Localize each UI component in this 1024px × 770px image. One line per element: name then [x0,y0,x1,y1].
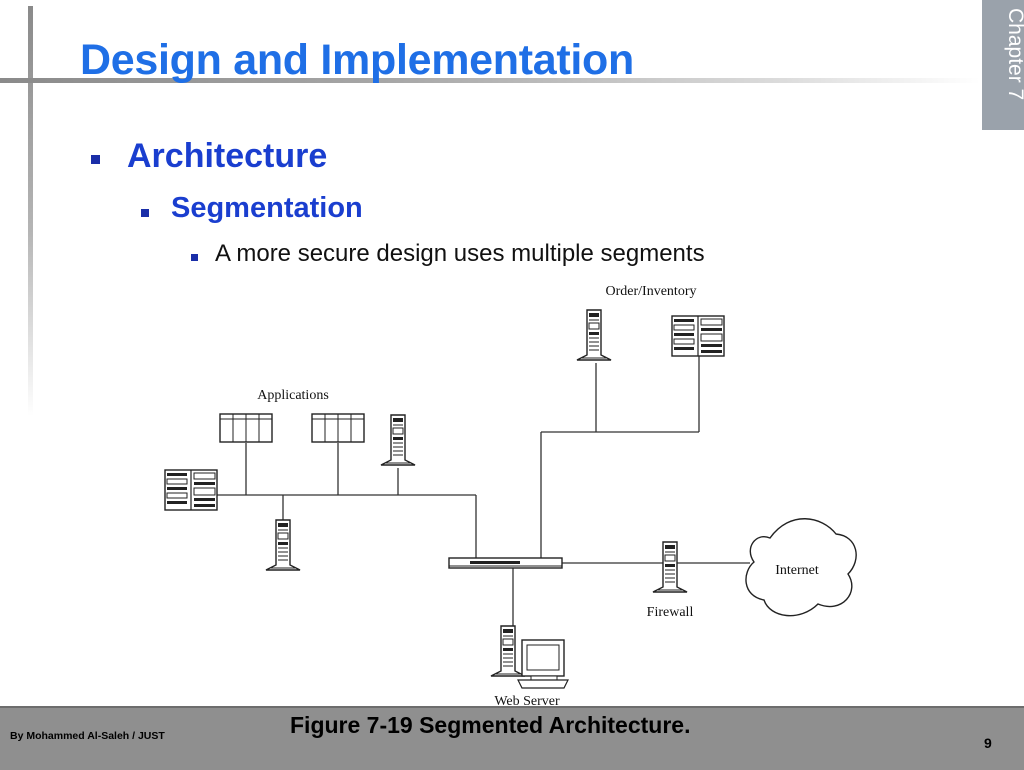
chapter-label: Chapter 7 [1004,8,1024,101]
web-server-tower-icon [490,625,526,677]
bullet-marker-level-1 [91,155,100,164]
network-switch-icon [448,557,563,569]
label-order-inventory: Order/Inventory [606,284,697,299]
figure-caption: Figure 7-19 Segmented Architecture. [290,712,691,738]
firewall-tower-icon [652,541,688,593]
inventory-rack-server-icon [671,315,725,357]
bullet-marker-level-2 [141,209,149,217]
bullet-multiple-segments: A more secure design uses multiple segme… [215,240,705,267]
bullet-marker-level-3 [191,254,198,261]
bullet-segmentation: Segmentation [171,192,363,224]
horizontal-rule [0,78,980,83]
application-storage-array-icon [311,413,365,443]
internet-cloud-icon [745,518,857,617]
application-storage-array-icon [219,413,273,443]
label-firewall: Firewall [647,605,694,620]
vertical-rule [28,6,33,416]
page-number: 9 [984,735,992,751]
bullet-architecture: Architecture [127,137,328,175]
order-server-tower-icon [576,309,612,361]
chapter-tab [982,0,1024,130]
application-rack-server-icon [164,469,218,511]
label-internet: Internet [775,563,819,578]
slide-title: Design and Implementation [80,36,634,84]
application-server-tower-icon [265,519,301,571]
footer-author: By Mohammed Al-Saleh / JUST [10,730,165,742]
monitor-icon [517,639,569,689]
application-server-tower-icon [380,414,416,466]
label-web-server: Web Server [494,694,560,709]
label-applications: Applications [257,388,329,403]
footer-bar [0,706,1024,770]
